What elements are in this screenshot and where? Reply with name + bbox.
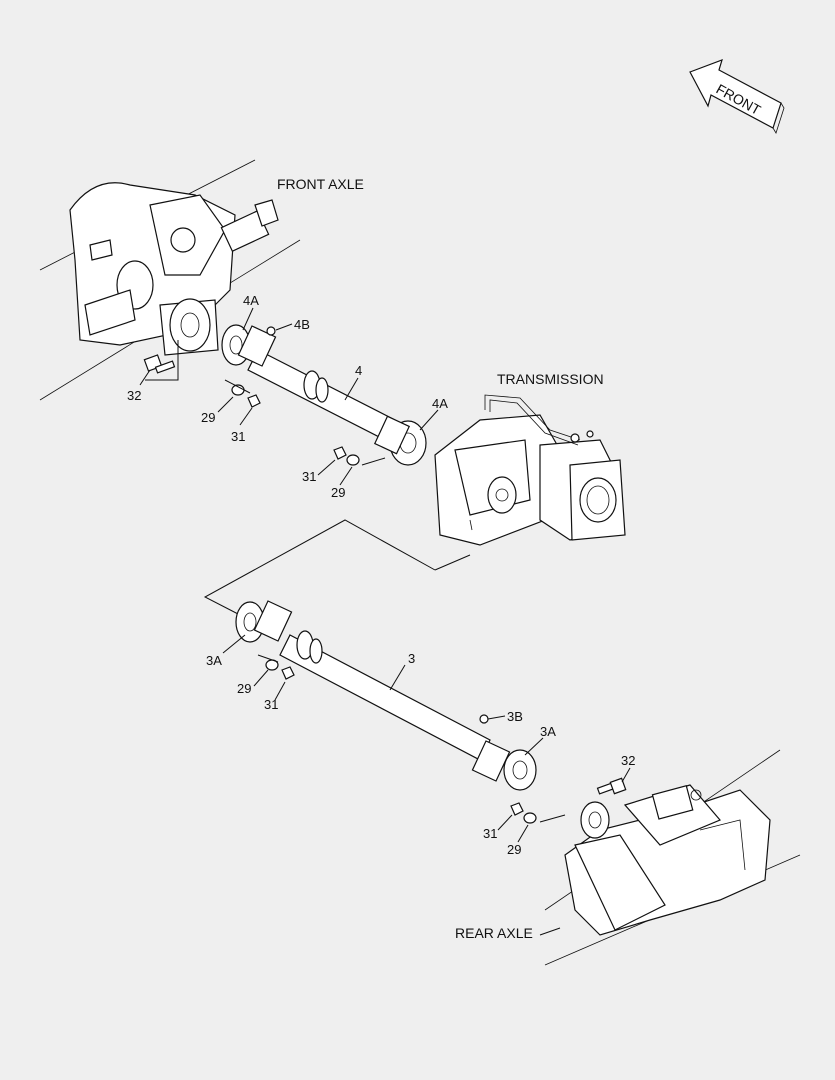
callout-31-c: 31 (264, 697, 278, 712)
front-axle-label: FRONT AXLE (277, 176, 364, 192)
callout-31-a: 31 (231, 429, 245, 444)
callout-32-top: 32 (127, 388, 141, 403)
callout-4: 4 (355, 363, 362, 378)
callout-3B: 3B (507, 709, 523, 724)
callout-3: 3 (408, 651, 415, 666)
callout-3A-left: 3A (206, 653, 222, 668)
front-direction-arrow: FRONT (689, 59, 785, 134)
callout-4A-lower: 4A (432, 396, 448, 411)
callout-29-d: 29 (507, 842, 521, 857)
bolt-32-bottom (596, 767, 631, 795)
transmission-label: TRANSMISSION (497, 371, 604, 387)
callout-31-d: 31 (483, 826, 497, 841)
hardware-front-upper (217, 379, 386, 486)
drive-shaft-4 (221, 324, 427, 466)
front-axle-housing (39, 159, 301, 401)
hardware-rear-upper (253, 654, 295, 701)
callout-29-b: 29 (331, 485, 345, 500)
callout-4A-top: 4A (243, 293, 259, 308)
transmission-housing (434, 394, 626, 546)
leader-frame (203, 519, 471, 616)
callout-32-bottom: 32 (621, 753, 635, 768)
rear-axle-housing (539, 749, 801, 966)
callout-31-b: 31 (302, 469, 316, 484)
drive-shaft-3 (235, 600, 537, 791)
hardware-rear-lower (497, 802, 566, 843)
callout-3A-right: 3A (540, 724, 556, 739)
bolt-32-top (139, 354, 176, 386)
callout-4B: 4B (294, 317, 310, 332)
rear-axle-label: REAR AXLE (455, 925, 533, 941)
callout-29-a: 29 (201, 410, 215, 425)
callout-29-c: 29 (237, 681, 251, 696)
